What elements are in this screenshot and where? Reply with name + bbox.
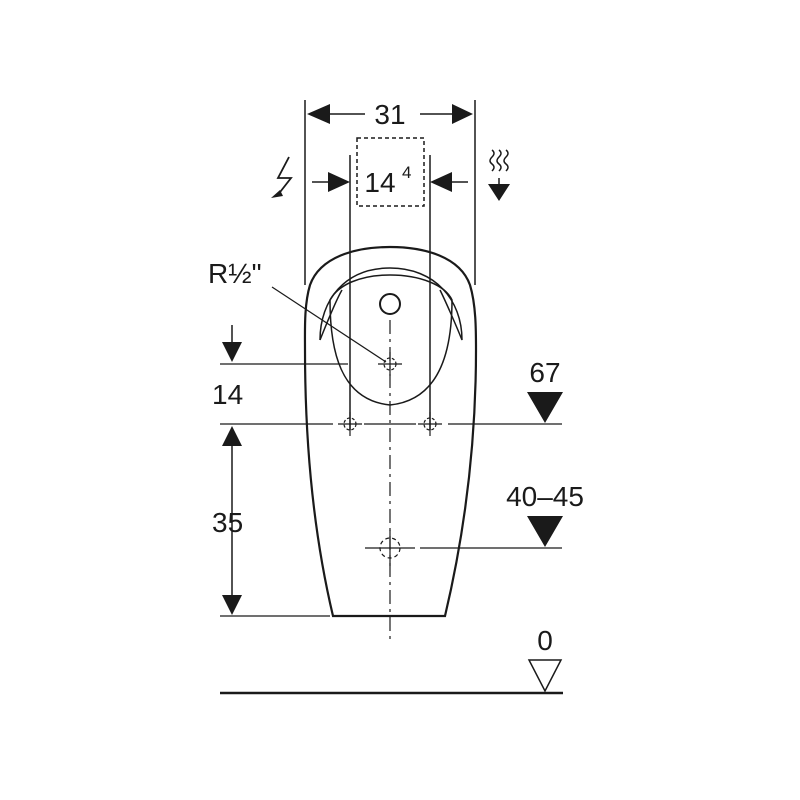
overall-width-label: 31: [374, 99, 405, 130]
mount-level-label: 67: [529, 357, 560, 388]
left-fixing-point: [338, 412, 362, 436]
lower-height-dimension: 35: [212, 446, 243, 615]
urinal-body: [303, 245, 478, 618]
inlet-thread-callout: R½": [208, 258, 387, 363]
urinal-outline: [303, 245, 478, 618]
mount-level-marker: 67: [527, 357, 563, 423]
lightning-icon: [271, 156, 293, 198]
electronics-width-label: 14: [364, 167, 395, 198]
overall-width-dimension: 31: [304, 99, 476, 285]
floor-level-marker: 0: [527, 625, 563, 693]
floor-level-label: 0: [537, 625, 553, 656]
inlet-position-mark: [378, 352, 402, 376]
inlet-thread-label: R½": [208, 258, 262, 289]
bowl-inner: [329, 274, 453, 406]
bowl-outer-rim: [319, 267, 463, 341]
right-fixing-point: [418, 412, 442, 436]
electronics-box-outline: [356, 137, 425, 207]
electronics-box-dimension: 14 4: [312, 137, 468, 430]
outlet-level-label: 40–45: [506, 481, 584, 512]
inlet-hole: [379, 293, 401, 315]
lower-height-label: 35: [212, 507, 243, 538]
outlet-level-marker: 40–45: [506, 481, 584, 547]
inlet-offset-dimension: 14: [212, 325, 243, 446]
inlet-offset-label: 14: [212, 379, 243, 410]
outlet-position-mark: [365, 530, 415, 566]
water-supply-icon: [488, 149, 510, 201]
electronics-width-superscript: 4: [402, 163, 411, 182]
